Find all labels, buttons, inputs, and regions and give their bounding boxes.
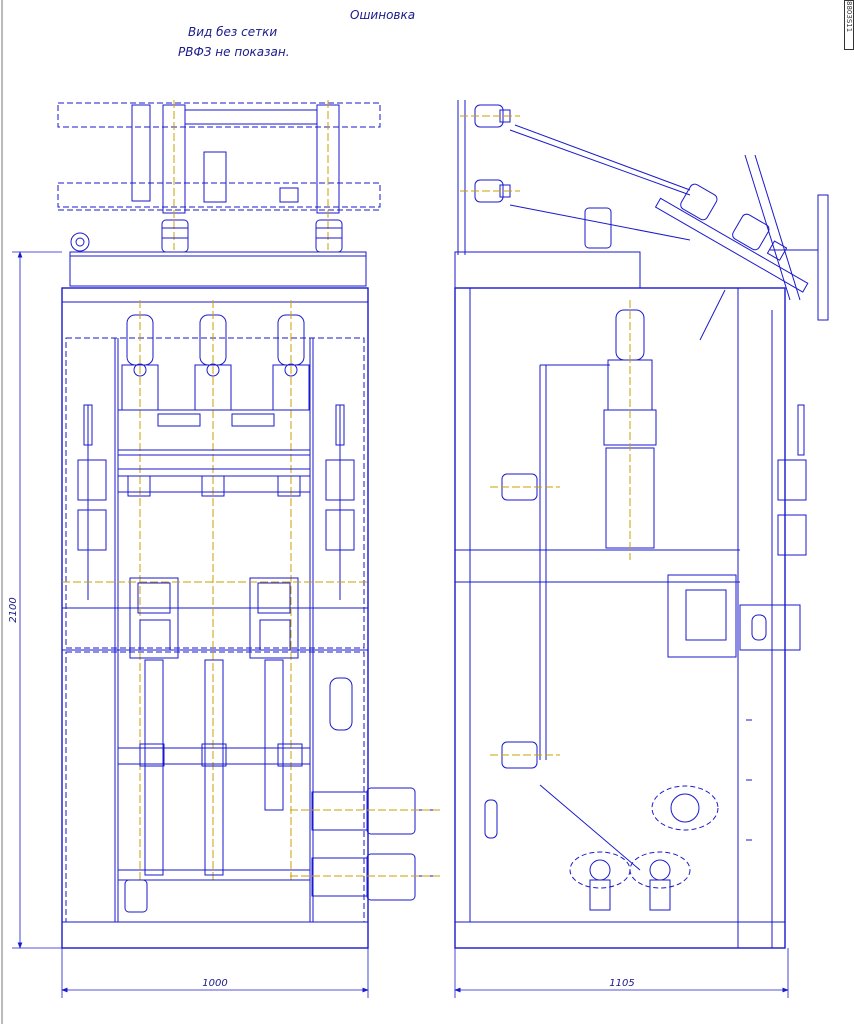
busbar-frame — [57, 102, 381, 211]
side-depth-dimension: 1105 — [609, 978, 634, 989]
cable-ends — [290, 787, 440, 901]
no-mesh-note: Вид без сетки — [188, 25, 278, 39]
breaker-poles — [121, 300, 310, 880]
top-insulators — [161, 219, 343, 253]
front-width-dimension: 1000 — [202, 978, 227, 989]
busbar-supports — [131, 100, 340, 250]
breaker-truck — [539, 300, 657, 760]
current-transformers — [129, 577, 299, 659]
dimension-lines — [1, 0, 789, 1024]
rvfz-note: РВФЗ не показан. — [178, 45, 290, 59]
front-view — [57, 100, 440, 949]
side-view — [454, 100, 829, 949]
drive-mechanism — [667, 574, 737, 658]
height-dimension: 2100 — [8, 597, 19, 622]
side-drives — [77, 404, 355, 600]
front-cabinet — [61, 287, 369, 949]
busbar-note: Ошиновка — [350, 8, 416, 22]
side-top-insulators — [460, 104, 520, 203]
lifting-eye — [70, 232, 90, 252]
disconnector-assembly — [654, 183, 809, 293]
